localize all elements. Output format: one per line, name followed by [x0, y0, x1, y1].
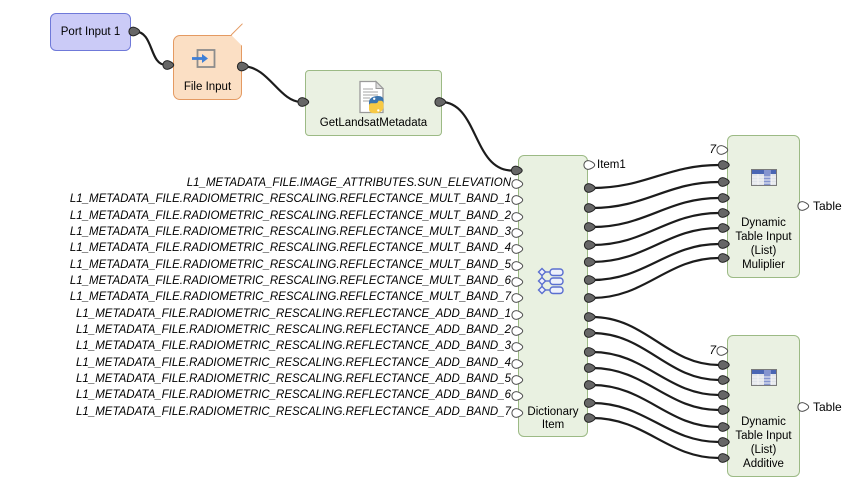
node-label-line: Muliplier: [742, 259, 785, 271]
dict-input-port-label: L1_METADATA_FILE.RADIOMETRIC_RESCALING.R…: [76, 389, 511, 401]
node-dynamic-table-input-additive[interactable]: Dynamic Table Input (List) Additive: [727, 335, 800, 477]
node-label: File Input: [183, 81, 232, 93]
node-label: Dynamic Table Input (List) Additive: [722, 415, 805, 471]
node-dictionary-item[interactable]: Dictionary Item: [518, 155, 588, 437]
connection-wire[interactable]: [590, 180, 721, 210]
node-label: GetLandsatMetadata: [319, 117, 428, 129]
dict-input-port-label: L1_METADATA_FILE.RADIOMETRIC_RESCALING.R…: [76, 324, 511, 336]
dict-input-port-label: L1_METADATA_FILE.RADIOMETRIC_RESCALING.R…: [69, 242, 511, 254]
node-label: Dynamic Table Input (List) Muliplier: [722, 216, 805, 272]
dict-input-port-label: L1_METADATA_FILE.RADIOMETRIC_RESCALING.R…: [76, 373, 511, 385]
connection-wire[interactable]: [439, 100, 514, 172]
dict-input-port-label: L1_METADATA_FILE.IMAGE_ATTRIBUTES.SUN_EL…: [186, 177, 511, 189]
node-label-line: Additive: [743, 458, 784, 470]
connection-wire[interactable]: [133, 30, 168, 67]
list-tree-icon: [537, 267, 564, 295]
node-label-line: (List): [750, 245, 777, 257]
node-get-landsat-metadata[interactable]: GetLandsatMetadata: [305, 70, 442, 136]
node-label-line: Dynamic: [741, 416, 786, 428]
dict-input-port-label: L1_METADATA_FILE.RADIOMETRIC_RESCALING.R…: [69, 291, 511, 303]
node-label: Port Input 1: [60, 25, 121, 38]
node-dynamic-table-input-multiplier[interactable]: Dynamic Table Input (List) Muliplier: [727, 135, 800, 278]
node-file-input[interactable]: File Input: [173, 22, 254, 100]
connection-wire[interactable]: [590, 196, 721, 229]
add-output-port-label: Table: [813, 400, 842, 414]
corner-notch: [230, 22, 254, 47]
connection-wire[interactable]: [590, 242, 721, 282]
connection-wire[interactable]: [590, 226, 721, 264]
python-script-icon: [359, 80, 385, 114]
dict-input-port-label: L1_METADATA_FILE.RADIOMETRIC_RESCALING.R…: [69, 210, 511, 222]
connection-wire[interactable]: [590, 383, 721, 429]
node-label: Dictionary Item: [519, 406, 587, 432]
node-label-line: Table Input: [735, 430, 792, 442]
dict-input-port-label: L1_METADATA_FILE.RADIOMETRIC_RESCALING.R…: [76, 406, 511, 418]
dict-output-port-label: Item1: [597, 159, 626, 171]
dict-input-port-label: L1_METADATA_FILE.RADIOMETRIC_RESCALING.R…: [76, 357, 511, 369]
node-label-line: Table Input: [735, 231, 792, 243]
dict-input-port-label: L1_METADATA_FILE.RADIOMETRIC_RESCALING.R…: [69, 193, 511, 205]
connection-wire[interactable]: [590, 256, 721, 300]
node-label-line: Dictionary: [527, 406, 579, 418]
connection-wire[interactable]: [590, 211, 721, 247]
node-port-input-1[interactable]: Port Input 1: [50, 13, 131, 51]
file-import-arrow-icon: [192, 49, 216, 68]
mult-output-port-label: Table: [813, 199, 842, 213]
node-label-line: (List): [750, 444, 777, 456]
connection-wire[interactable]: [590, 401, 721, 444]
connection-wire[interactable]: [590, 366, 721, 412]
node-label-line: Item: [541, 419, 565, 431]
add-count-port-label: 7: [709, 343, 716, 357]
dict-input-port-label: L1_METADATA_FILE.RADIOMETRIC_RESCALING.R…: [76, 340, 511, 352]
dict-input-port-label: L1_METADATA_FILE.RADIOMETRIC_RESCALING.R…: [69, 275, 511, 287]
dict-input-port-label: L1_METADATA_FILE.RADIOMETRIC_RESCALING.R…: [76, 308, 511, 320]
table-icon: [751, 169, 777, 186]
mult-count-port-label: 7: [709, 142, 716, 156]
node-label-line: Dynamic: [741, 217, 786, 229]
connection-wire[interactable]: [590, 350, 721, 397]
dict-input-port-label: L1_METADATA_FILE.RADIOMETRIC_RESCALING.R…: [69, 226, 511, 238]
connection-wire[interactable]: [590, 416, 721, 460]
connection-wire[interactable]: [242, 65, 303, 104]
dict-input-port-label: L1_METADATA_FILE.RADIOMETRIC_RESCALING.R…: [69, 259, 511, 271]
table-icon: [751, 369, 777, 386]
